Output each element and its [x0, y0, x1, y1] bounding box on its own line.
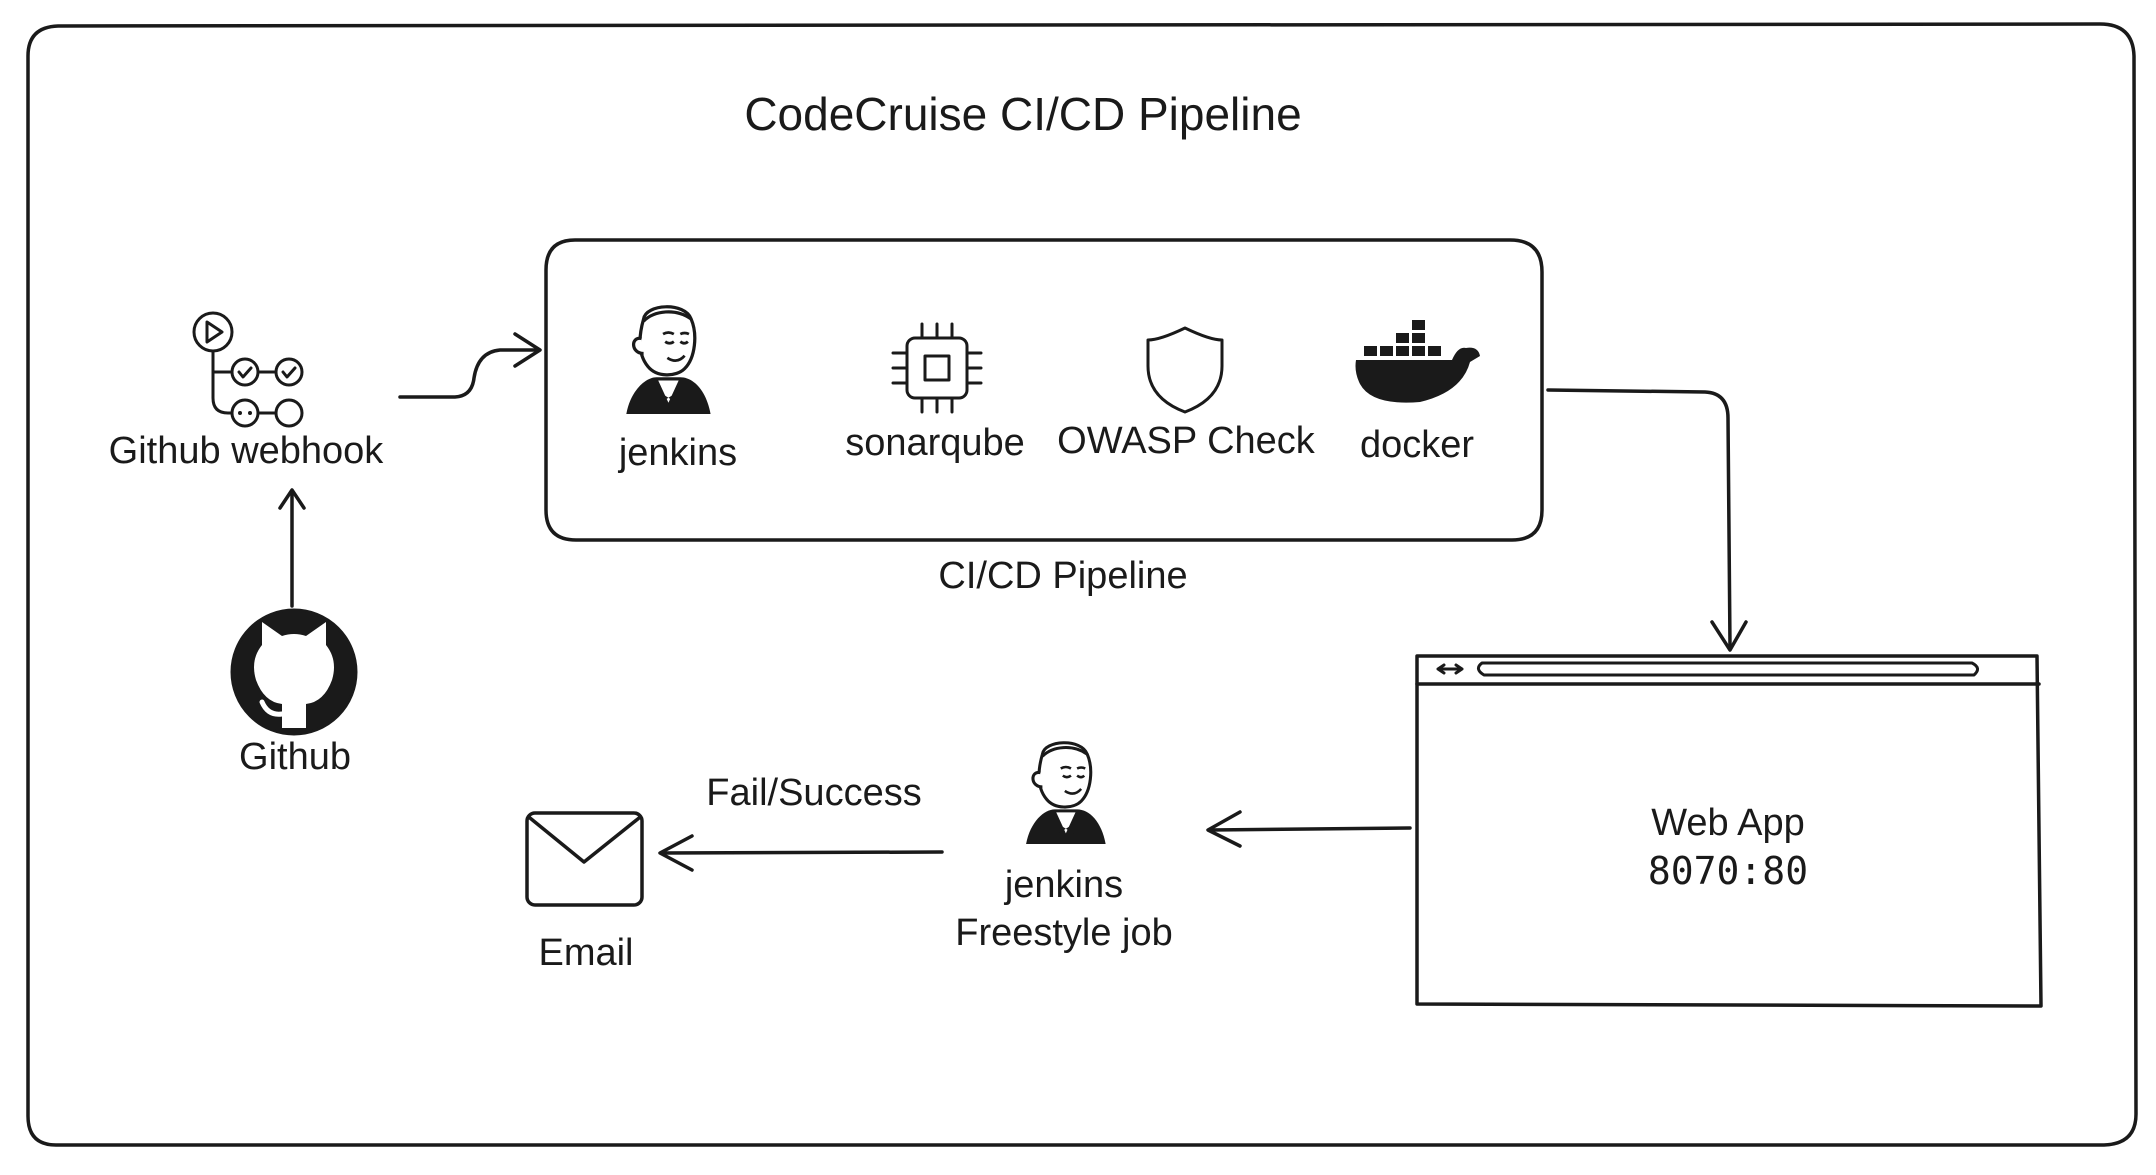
web-app-port: 8070:80	[1647, 848, 1809, 893]
arrowhead	[658, 834, 694, 872]
docker-icon	[1355, 320, 1480, 403]
jenkins-job-icon	[1024, 741, 1108, 846]
jenkins-label: jenkins	[618, 432, 738, 474]
arrowhead	[1206, 810, 1242, 848]
arrowhead	[1710, 620, 1748, 652]
jenkins-job-line2: Freestyle job	[955, 911, 1173, 954]
chip-icon	[891, 322, 983, 414]
github-icon	[230, 608, 358, 736]
jenkins-icon	[624, 305, 713, 416]
arrowhead	[278, 488, 306, 510]
jenkins-job-line1: jenkins	[1004, 864, 1124, 906]
docker-label: docker	[1359, 424, 1475, 466]
pipeline-caption: CI/CD Pipeline	[938, 555, 1188, 597]
edge-jenkins-job-to-email	[660, 850, 944, 855]
github-label: Github	[239, 736, 351, 778]
edge-webhook-to-pipeline	[398, 348, 540, 399]
github-webhook-label: Github webhook	[108, 430, 384, 472]
github-actions-icon	[192, 311, 304, 428]
sonarqube-label: sonarqube	[845, 422, 1025, 464]
shield-icon	[1146, 326, 1224, 414]
browser-window-icon	[1415, 654, 2043, 1008]
arrowhead	[513, 332, 542, 368]
pipeline-box	[544, 238, 1544, 542]
outer-frame	[26, 22, 2138, 1147]
envelope-icon	[525, 811, 644, 907]
jenkins-job-label: jenkins Freestyle job	[955, 862, 1173, 957]
email-label: Email	[538, 932, 634, 974]
edge-pipeline-to-webapp	[1546, 388, 1732, 648]
diagram-title: CodeCruise CI/CD Pipeline	[744, 88, 1302, 140]
owasp-check-label: OWASP Check	[1057, 420, 1315, 462]
fail-success-label: Fail/Success	[706, 772, 922, 814]
web-app-name: Web App	[1651, 802, 1805, 844]
edge-webapp-to-jenkins-job	[1208, 826, 1412, 832]
web-app-label: Web App 8070:80	[1648, 800, 1808, 895]
